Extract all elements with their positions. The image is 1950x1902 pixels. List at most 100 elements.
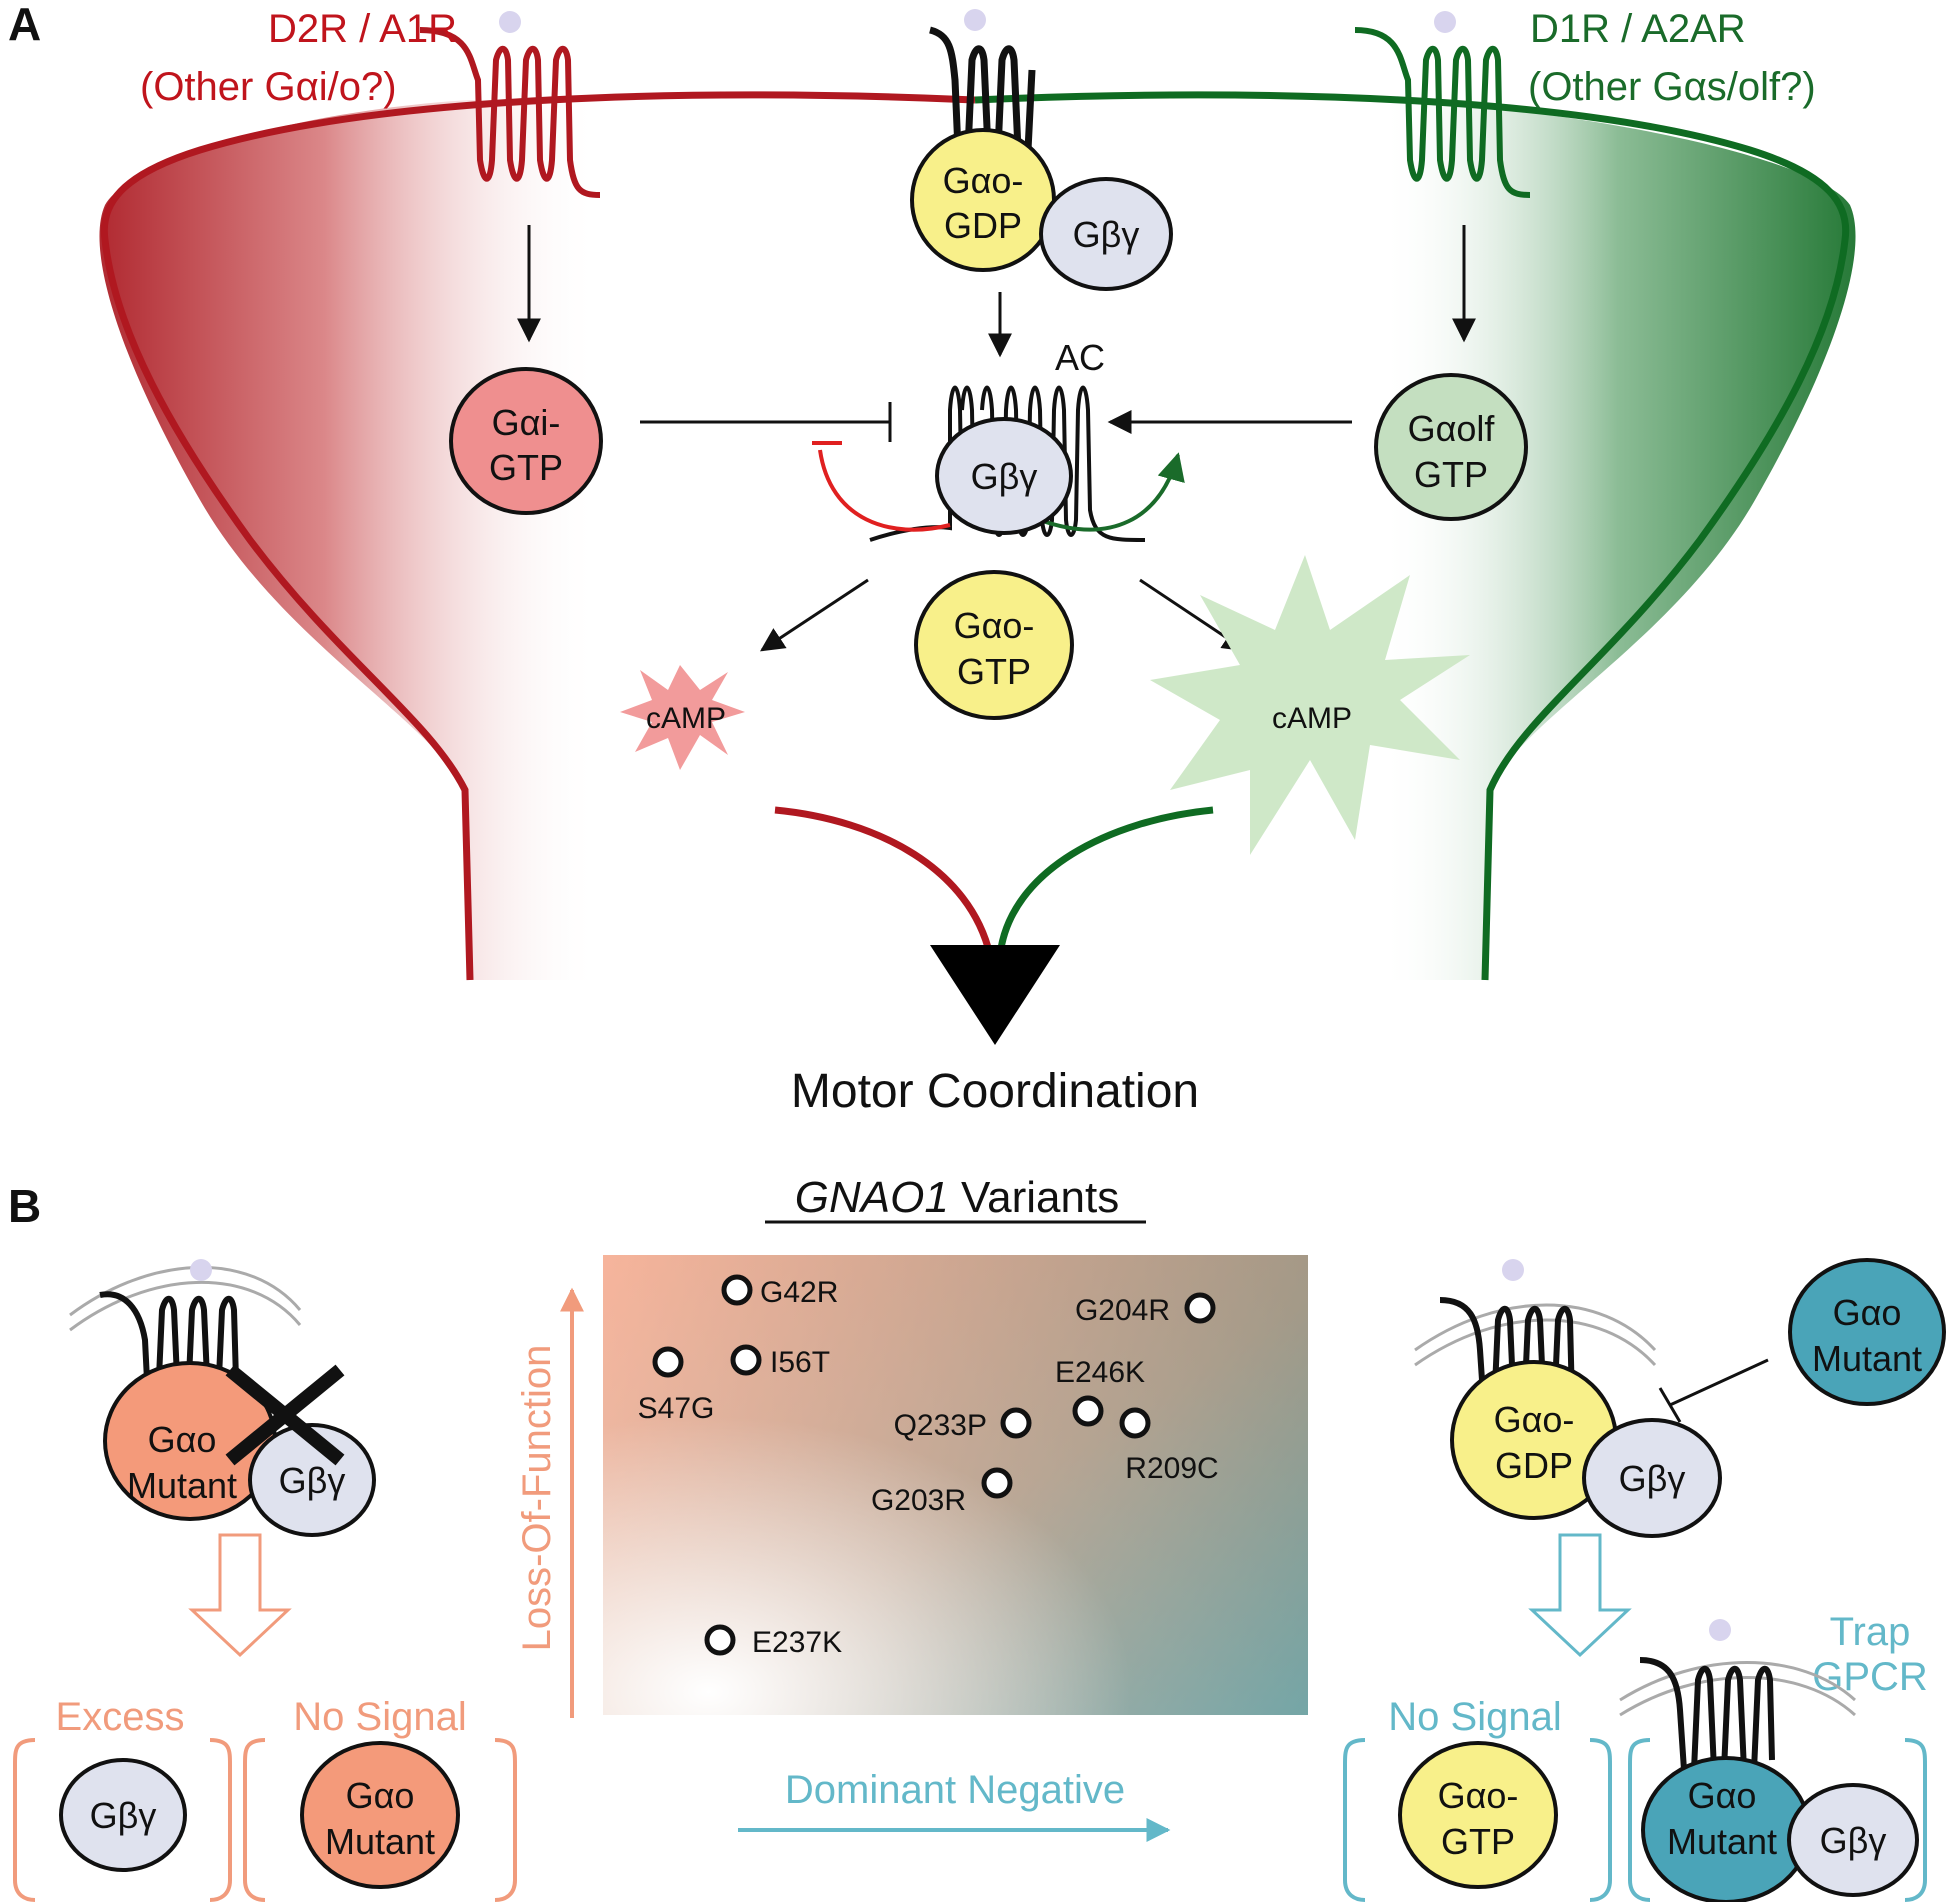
free-mutant-label-1: Gαo — [1833, 1292, 1902, 1333]
x-axis-label: Dominant Negative — [785, 1768, 1125, 1812]
variant-point-i56t — [730, 1344, 762, 1376]
left-receptor-label-1: D2R / A1R — [268, 7, 457, 51]
motor-coordination-label: Motor Coordination — [791, 1065, 1199, 1118]
variant-label-e237k: E237K — [752, 1626, 842, 1659]
right-cell-body — [974, 91, 1856, 981]
galpha-i-gtp-label-2: GTP — [489, 447, 563, 488]
nosignal-mutant-label-2: Mutant — [325, 1821, 435, 1862]
variant-label-q233p: Q233P — [894, 1409, 987, 1442]
trapped-gbg-label: Gβγ — [1820, 1820, 1887, 1861]
camp-burst-small — [620, 665, 745, 770]
no-signal-right-label: No Signal — [1388, 1695, 1561, 1739]
variant-plot: G42RS47GI56TG204RE246KQ233PR209CG203RE23… — [603, 1255, 1308, 1715]
right-gbg-label: Gβγ — [1619, 1458, 1686, 1499]
galpha-o-gtp-label-1: Gαo- — [954, 605, 1035, 646]
galpha-olf-gtp-label-2: GTP — [1414, 454, 1488, 495]
galpha-o-gdp-label-1: Gαo- — [943, 160, 1024, 201]
nosignal-mutant-label-1: Gαo — [346, 1775, 415, 1816]
galpha-o-gtp-node — [914, 570, 1074, 720]
variant-point-g204r — [1184, 1292, 1216, 1324]
gbg-node-ac — [935, 417, 1073, 535]
excess-gbg-node — [59, 1758, 187, 1872]
left-gbg-label: Gβγ — [279, 1460, 346, 1501]
variant-label-g203r: G203R — [871, 1484, 966, 1517]
nosignal-mutant-node — [300, 1741, 460, 1889]
galpha-o-gdp-label-2: GDP — [944, 205, 1022, 246]
camp-burst-large — [1150, 555, 1470, 855]
variant-point-g203r — [981, 1467, 1013, 1499]
galpha-olf-gtp-label-1: Gαolf — [1408, 408, 1496, 449]
left-mutant-label-2: Mutant — [127, 1465, 237, 1506]
gbg-ac-label: Gβγ — [971, 456, 1038, 497]
gbg-top-label: Gβγ — [1073, 214, 1140, 255]
right-membrane-top — [1414, 1303, 1657, 1367]
left-brackets — [13, 1738, 517, 1902]
variant-point-s47g — [652, 1346, 684, 1378]
green-feedback-arrow — [1039, 452, 1185, 532]
free-mutant-label-2: Mutant — [1812, 1338, 1922, 1379]
variant-label-s47g: S47G — [638, 1392, 715, 1425]
variant-point-g42r — [721, 1274, 753, 1306]
camp-left-label: cAMP — [646, 702, 726, 735]
right-gdp-label-2: GDP — [1495, 1445, 1573, 1486]
galpha-olf-gtp-node — [1374, 373, 1528, 521]
left-cell-body — [99, 91, 976, 981]
variant-point-r209c — [1119, 1407, 1151, 1439]
nosignal-gtp-label-2: GTP — [1441, 1821, 1515, 1862]
variant-label-i56t: I56T — [770, 1346, 830, 1379]
variant-point-e246k — [1072, 1395, 1104, 1427]
trapped-mutant-label-1: Gαo — [1688, 1775, 1757, 1816]
left-membrane — [69, 1265, 302, 1332]
output-triangle — [930, 945, 1060, 1045]
red-convergence-curve — [774, 806, 994, 956]
no-signal-left-label: No Signal — [293, 1695, 466, 1739]
variant-point-e237k — [704, 1624, 736, 1656]
mutant-inhibit-line — [1669, 1358, 1769, 1407]
right-down-arrow — [1528, 1533, 1632, 1658]
gnao1-title: GNAO1 Variants — [795, 1173, 1119, 1222]
excess-gbg-label: Gβγ — [90, 1795, 157, 1836]
panel-b-letter: B — [8, 1180, 41, 1232]
camp-right-label: cAMP — [1272, 702, 1352, 735]
free-mutant-node — [1788, 1258, 1946, 1406]
block-x-icon — [225, 1364, 345, 1466]
gnao1-title-rest: Variants — [949, 1173, 1119, 1222]
variant-points: G42RS47GI56TG204RE246KQ233PR209CG203RE23… — [638, 1274, 1219, 1659]
galpha-o-gtp-label-2: GTP — [957, 651, 1031, 692]
right-gdp-label-1: Gαo- — [1494, 1399, 1575, 1440]
right-receptor — [1354, 11, 1531, 198]
trapped-mutant-label-2: Mutant — [1667, 1821, 1777, 1862]
nosignal-gtp-label-1: Gαo- — [1438, 1775, 1519, 1816]
excess-label: Excess — [56, 1695, 185, 1739]
trap-label-1: Trap — [1830, 1610, 1911, 1654]
variant-label-g42r: G42R — [760, 1276, 838, 1309]
green-convergence-curve — [996, 806, 1214, 956]
right-receptor-label-1: D1R / A2AR — [1530, 7, 1746, 51]
gnao1-title-gene: GNAO1 — [795, 1173, 949, 1222]
panel-a-letter: A — [8, 0, 41, 50]
trap-membrane — [1619, 1661, 1857, 1717]
left-receptor-label-2: (Other Gαi/o?) — [140, 65, 397, 109]
red-feedback-curve — [818, 449, 951, 532]
left-mutant-label-1: Gαo — [148, 1419, 217, 1460]
right-gbg-node — [1582, 1418, 1722, 1538]
trapped-gbg-node — [1787, 1783, 1919, 1897]
left-gbg-node — [248, 1423, 376, 1537]
variant-point-q233p — [1000, 1407, 1032, 1439]
gbg-node-top — [1039, 177, 1173, 291]
left-receptor — [419, 11, 601, 198]
left-down-arrow — [188, 1533, 292, 1658]
galpha-i-gtp-label-1: Gαi- — [492, 402, 561, 443]
nosignal-gtp-node — [1398, 1741, 1558, 1889]
galpha-i-gtp-node — [449, 367, 603, 515]
right-receptor-label-2: (Other Gαs/olf?) — [1528, 65, 1816, 109]
ac-label: AC — [1055, 337, 1105, 378]
right-brackets — [1343, 1738, 1927, 1902]
y-axis-label: Loss-Of-Function — [515, 1345, 559, 1652]
variant-label-e246k: E246K — [1055, 1356, 1145, 1389]
variant-label-r209c: R209C — [1125, 1452, 1218, 1485]
arrow-to-camp-left — [759, 578, 869, 652]
trap-label-2: GPCR — [1812, 1655, 1928, 1699]
center-receptor — [928, 9, 1036, 169]
